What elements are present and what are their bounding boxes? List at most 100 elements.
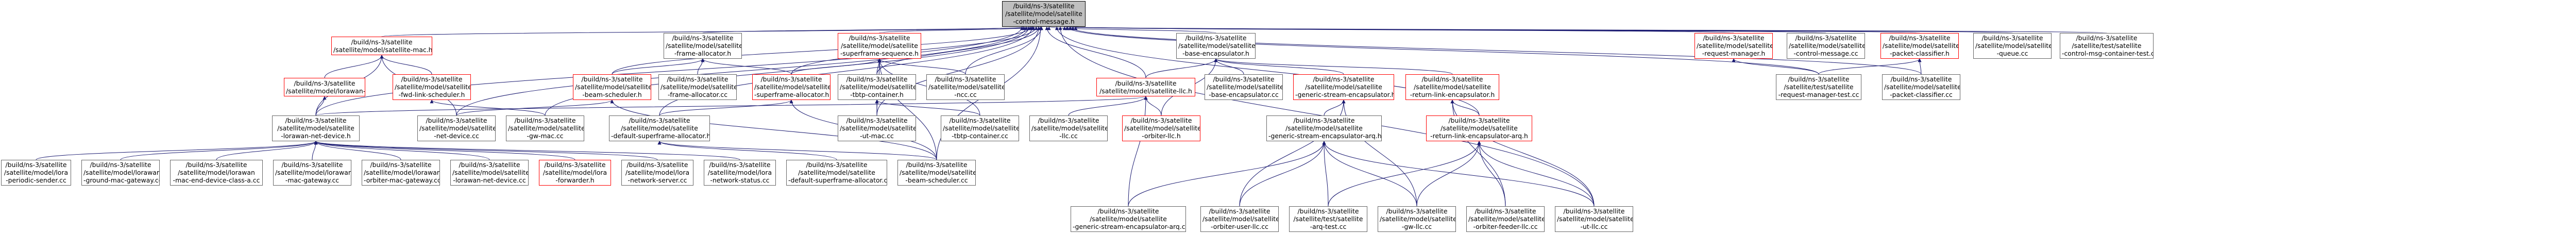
node-label-line: /satellite/model/lorawan — [83, 169, 160, 176]
graph-node[interactable]: /build/ns-3/satellite/satellite/model/sa… — [664, 33, 742, 59]
node-label-line: /satellite/model/satellite — [508, 124, 584, 132]
graph-node[interactable]: /build/ns-3/satellite/satellite/model/sa… — [417, 115, 496, 141]
edge — [1144, 96, 1162, 116]
graph-node[interactable]: /build/ns-3/satellite/satellite/model/lo… — [1, 160, 71, 186]
edge — [701, 58, 792, 75]
graph-node[interactable]: /build/ns-3/satellite/satellite/test/sat… — [1776, 74, 1861, 100]
graph-node[interactable]: /build/ns-3/satellite/satellite/model/sa… — [1096, 78, 1195, 96]
graph-node[interactable]: /build/ns-3/satellite/satellite/test/sat… — [2060, 33, 2154, 59]
graph-node[interactable]: /build/ns-3/satellite/satellite/model/sa… — [1880, 33, 1959, 59]
graph-node[interactable]: /build/ns-3/satellite/satellite/model/sa… — [506, 115, 584, 141]
node-label-line: /build/ns-3/satellite — [672, 34, 734, 42]
graph-node[interactable]: /build/ns-3/satellite/satellite/model/sa… — [393, 74, 471, 100]
graph-node[interactable]: /build/ns-3/satellite/satellite/model/sa… — [1378, 206, 1456, 232]
graph-node[interactable]: /build/ns-3/satellite/satellite/model/sa… — [838, 115, 916, 141]
node-label-line: -generic-stream-encapsulator-arq.h — [1268, 132, 1382, 140]
graph-node[interactable]: /build/ns-3/satellite/satellite/test/sat… — [1289, 206, 1367, 232]
node-label-line: /build/ns-3/satellite — [709, 161, 771, 169]
graph-node[interactable]: /build/ns-3/satellite/satellite/model/sa… — [1200, 206, 1279, 232]
graph-node[interactable]: /build/ns-3/satellite/satellite/model/lo… — [362, 160, 440, 186]
edge — [324, 55, 384, 78]
node-label-line: /build/ns-3/satellite — [544, 161, 606, 169]
graph-node[interactable]: /build/ns-3/satellite/satellite/model/sa… — [1973, 33, 2052, 59]
node-label-line: -llc.cc — [1059, 132, 1078, 140]
node-label-line: /build/ns-3/satellite — [1890, 75, 1952, 83]
graph-node[interactable]: /build/ns-3/satellite/satellite/model/sa… — [1787, 33, 1865, 59]
node-label-line: -gw-mac.cc — [527, 132, 564, 140]
node-label-line: /satellite/model/satellite — [1031, 124, 1108, 132]
node-label-line: /satellite/model/satellite — [1005, 10, 1082, 18]
node-label-line: /build/ns-3/satellite — [806, 161, 868, 169]
node-label-line: -control-message.cc — [1793, 49, 1858, 57]
graph-node[interactable]: /build/ns-3/satellite/satellite/model/lo… — [704, 160, 776, 186]
graph-node[interactable]: /build/ns-3/satellite/satellite/model/sa… — [838, 33, 921, 59]
node-label-line: -default-superframe-allocator.h — [611, 132, 710, 140]
graph-node[interactable]: /build/ns-3/satellite/satellite/model/sa… — [1555, 206, 1633, 232]
graph-node[interactable]: /build/ns-3/satellite/satellite/model/sa… — [1426, 115, 1532, 141]
node-label-line: /build/ns-3/satellite — [949, 117, 1011, 124]
graph-node[interactable]: /build/ns-3/satellite/satellite/model/lo… — [81, 160, 160, 186]
node-label-line: /satellite/model/satellite — [452, 169, 529, 176]
graph-node[interactable]: /build/ns-3/satellite/satellite/model/sa… — [1405, 74, 1499, 100]
node-label-line: /satellite/model/satellite — [1414, 83, 1491, 91]
graph-node[interactable]: /build/ns-3/satellite/satellite/model/sa… — [272, 115, 360, 141]
graph-node[interactable]: /build/ns-3/satellite/satellite/model/sa… — [450, 160, 529, 186]
edge — [877, 58, 966, 75]
graph-node[interactable]: /build/ns-3/satellite/satellite/model/sa… — [1029, 115, 1108, 141]
node-label-line: -frame-allocator.h — [674, 49, 732, 57]
node-label-line: /satellite/model/satellite — [841, 42, 918, 49]
graph-node[interactable]: /build/ns-3/satellite/satellite/model/lo… — [621, 160, 693, 186]
graph-node[interactable]: /build/ns-3/satellite/satellite/model/lo… — [284, 78, 365, 96]
graph-node[interactable]: /build/ns-3/satellite/satellite/model/sa… — [1466, 206, 1545, 232]
node-label-line: /satellite/model/lorawan-mac.h — [286, 87, 365, 95]
node-label-line: /satellite/model/satellite — [1202, 215, 1279, 223]
graph-node[interactable]: /build/ns-3/satellite/satellite/model/sa… — [573, 74, 651, 100]
edge — [1322, 141, 1595, 207]
node-label-line: -queue.cc — [1996, 49, 2028, 57]
graph-node[interactable]: /build/ns-3/satellite/satellite/model/sa… — [1205, 74, 1283, 100]
node-label-line: /satellite/test/satellite — [1784, 83, 1854, 91]
graph-node[interactable]: /build/ns-3/satellite/satellite/model/sa… — [1293, 74, 1394, 100]
graph-node[interactable]: /build/ns-3/satellite/satellite/model/sa… — [331, 37, 432, 55]
graph-node[interactable]: /build/ns-3/satellite/satellite/model/sa… — [786, 160, 887, 186]
node-label-line: /satellite/model/satellite — [1285, 124, 1363, 132]
graph-node[interactable]: /build/ns-3/satellite/satellite/model/sa… — [897, 160, 976, 186]
graph-node[interactable]: /build/ns-3/satellite/satellite/model/lo… — [273, 160, 351, 186]
edge — [1045, 26, 1146, 78]
node-label-line: /build/ns-3/satellite — [285, 117, 347, 124]
graph-node[interactable]: /build/ns-3/satellite/satellite/model/sa… — [926, 74, 1005, 100]
node-label-line: /build/ns-3/satellite — [1795, 34, 1857, 42]
node-label-line: /build/ns-3/satellite — [667, 75, 728, 83]
node-label-line: /satellite/model/lorawan — [178, 169, 255, 176]
edge — [456, 26, 1028, 116]
graph-node[interactable]: /build/ns-3/satellite/satellite/model/sa… — [1176, 33, 1256, 59]
edge — [1128, 141, 1326, 207]
graph-node[interactable]: /build/ns-3/satellite/satellite/model/sa… — [1882, 74, 1960, 100]
node-label-line: -ut-llc.cc — [1580, 223, 1608, 230]
node-label-line: /build/ns-3/satellite — [514, 117, 576, 124]
node-label-line: /build/ns-3/satellite — [5, 161, 67, 169]
edge — [1075, 26, 2107, 34]
graph-node[interactable]: /build/ns-3/satellite/satellite/model/lo… — [539, 160, 611, 186]
graph-node[interactable]: /build/ns-3/satellite/satellite/model/sa… — [1694, 33, 1773, 59]
node-label-line: -tbtp-container.cc — [952, 132, 1008, 140]
node-label-line: -beam-scheduler.h — [582, 91, 642, 98]
node-label-line: /build/ns-3/satellite — [1130, 117, 1192, 124]
node-label-line: /satellite/model/satellite — [1380, 215, 1456, 223]
node-label-line: -orbiter-user-llc.cc — [1211, 223, 1268, 230]
node-label-line: /build/ns-3/satellite — [294, 79, 355, 87]
node-label-line: -network-server.cc — [628, 176, 687, 184]
graph-node[interactable]: /build/ns-3/satellite/satellite/model/sa… — [838, 74, 916, 100]
graph-node[interactable]: /build/ns-3/satellite/satellite/model/lo… — [170, 160, 263, 186]
graph-node[interactable]: /build/ns-3/satellite/satellite/model/sa… — [1122, 115, 1200, 141]
node-label-line: /build/ns-3/satellite — [760, 75, 822, 83]
graph-node[interactable]: /build/ns-3/satellite/satellite/model/sa… — [941, 115, 1019, 141]
graph-node[interactable]: /build/ns-3/satellite/satellite/model/sa… — [609, 115, 710, 141]
graph-node[interactable]: /build/ns-3/satellite/satellite/model/sa… — [1266, 115, 1382, 141]
graph-node[interactable]: /build/ns-3/satellite/satellite/model/sa… — [752, 74, 831, 100]
node-label-line: /satellite/model/lora — [4, 169, 69, 176]
graph-node[interactable]: /build/ns-3/satellite/satellite/model/sa… — [658, 74, 737, 100]
node-label-line: -gw-llc.cc — [1401, 223, 1432, 230]
graph-node[interactable]: /build/ns-3/satellite/satellite/model/sa… — [1071, 206, 1186, 232]
